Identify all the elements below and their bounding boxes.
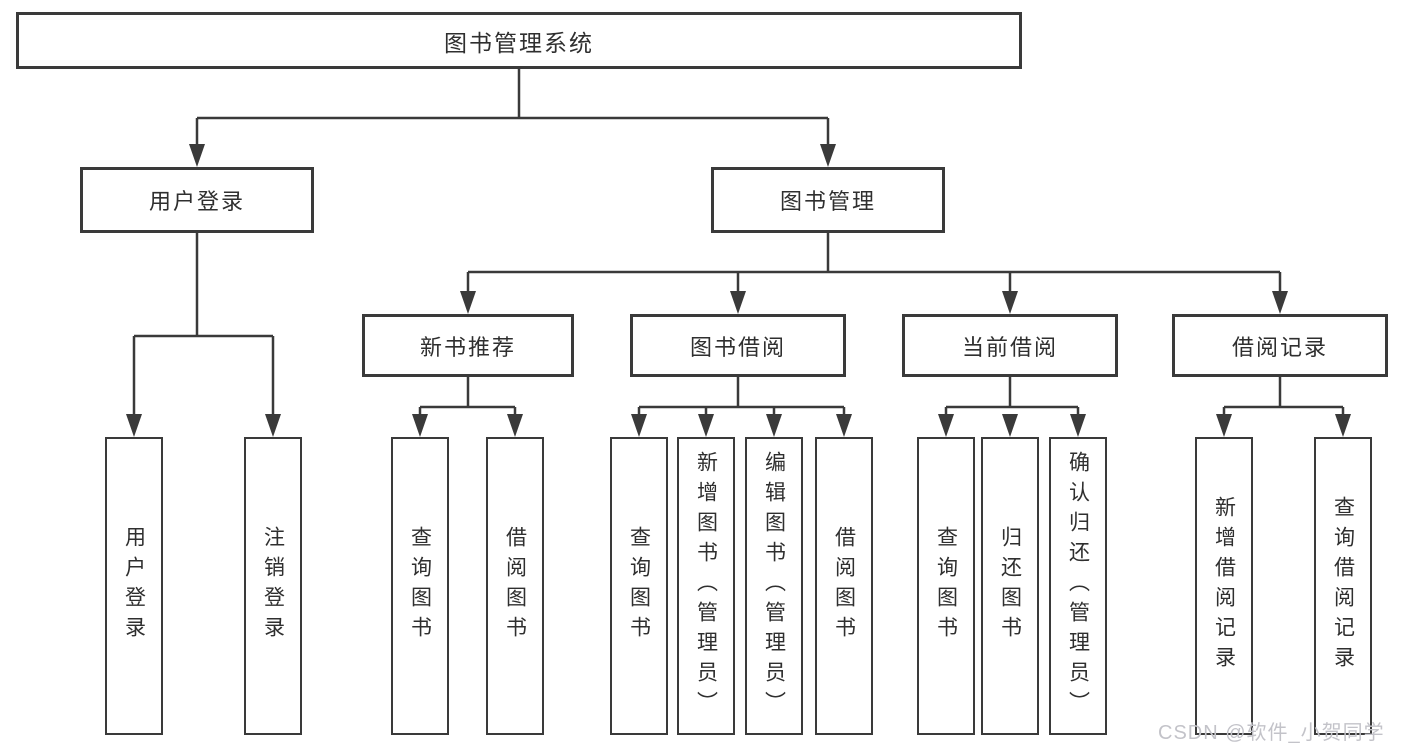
node-new-book-recommend: 新书推荐 bbox=[362, 314, 574, 377]
leaf-confirm-return-admin-label: 确认归还（管理员） bbox=[1066, 451, 1090, 721]
csdn-watermark: CSDN @软件_小贺同学 bbox=[1158, 722, 1385, 744]
leaf-query-books-borrow: 查询图书 bbox=[610, 437, 668, 735]
leaf-return-book-label: 归还图书 bbox=[998, 526, 1022, 646]
node-book-borrowing-label: 图书借阅 bbox=[689, 334, 786, 360]
node-borrow-records: 借阅记录 bbox=[1172, 314, 1388, 377]
tree-edges bbox=[132, 69, 1345, 418]
leaf-confirm-return-admin: 确认归还（管理员） bbox=[1049, 437, 1107, 735]
node-new-book-recommend-label: 新书推荐 bbox=[419, 334, 516, 360]
leaf-add-book-admin: 新增图书（管理员） bbox=[677, 437, 735, 735]
leaf-borrow-books-label: 借阅图书 bbox=[832, 526, 856, 646]
node-book-borrowing: 图书借阅 bbox=[630, 314, 846, 377]
leaf-query-books-recommend: 查询图书 bbox=[391, 437, 449, 735]
node-user-login-label: 用户登录 bbox=[148, 189, 245, 214]
leaf-edit-book-admin-label: 编辑图书（管理员） bbox=[762, 451, 786, 721]
leaf-add-borrow-record: 新增借阅记录 bbox=[1195, 437, 1253, 735]
leaf-add-book-admin-label: 新增图书（管理员） bbox=[694, 451, 718, 721]
node-book-management-label: 图书管理 bbox=[779, 189, 876, 214]
node-current-borrowing-label: 当前借阅 bbox=[961, 334, 1058, 360]
leaf-logout-label: 注销登录 bbox=[261, 526, 285, 646]
leaf-user-login: 用户登录 bbox=[105, 437, 163, 735]
node-book-management: 图书管理 bbox=[711, 167, 945, 233]
leaf-borrow-books-recommend: 借阅图书 bbox=[486, 437, 544, 735]
leaf-return-book: 归还图书 bbox=[981, 437, 1039, 735]
node-current-borrowing: 当前借阅 bbox=[902, 314, 1118, 377]
node-user-login: 用户登录 bbox=[80, 167, 314, 233]
leaf-borrow-books-recommend-label: 借阅图书 bbox=[503, 526, 527, 646]
leaf-query-books-recommend-label: 查询图书 bbox=[408, 526, 432, 646]
node-root: 图书管理系统 bbox=[16, 12, 1022, 69]
leaf-query-books-current-label: 查询图书 bbox=[934, 526, 958, 646]
leaf-user-login-label: 用户登录 bbox=[122, 526, 146, 646]
leaf-add-borrow-record-label: 新增借阅记录 bbox=[1212, 496, 1236, 676]
node-root-label: 图书管理系统 bbox=[444, 29, 594, 56]
leaf-edit-book-admin: 编辑图书（管理员） bbox=[745, 437, 803, 735]
leaf-query-books-borrow-label: 查询图书 bbox=[627, 526, 651, 646]
node-borrow-records-label: 借阅记录 bbox=[1231, 334, 1328, 360]
leaf-query-borrow-record-label: 查询借阅记录 bbox=[1331, 496, 1355, 676]
leaf-borrow-books: 借阅图书 bbox=[815, 437, 873, 735]
leaf-logout: 注销登录 bbox=[244, 437, 302, 735]
leaf-query-books-current: 查询图书 bbox=[917, 437, 975, 735]
leaf-query-borrow-record: 查询借阅记录 bbox=[1314, 437, 1372, 735]
